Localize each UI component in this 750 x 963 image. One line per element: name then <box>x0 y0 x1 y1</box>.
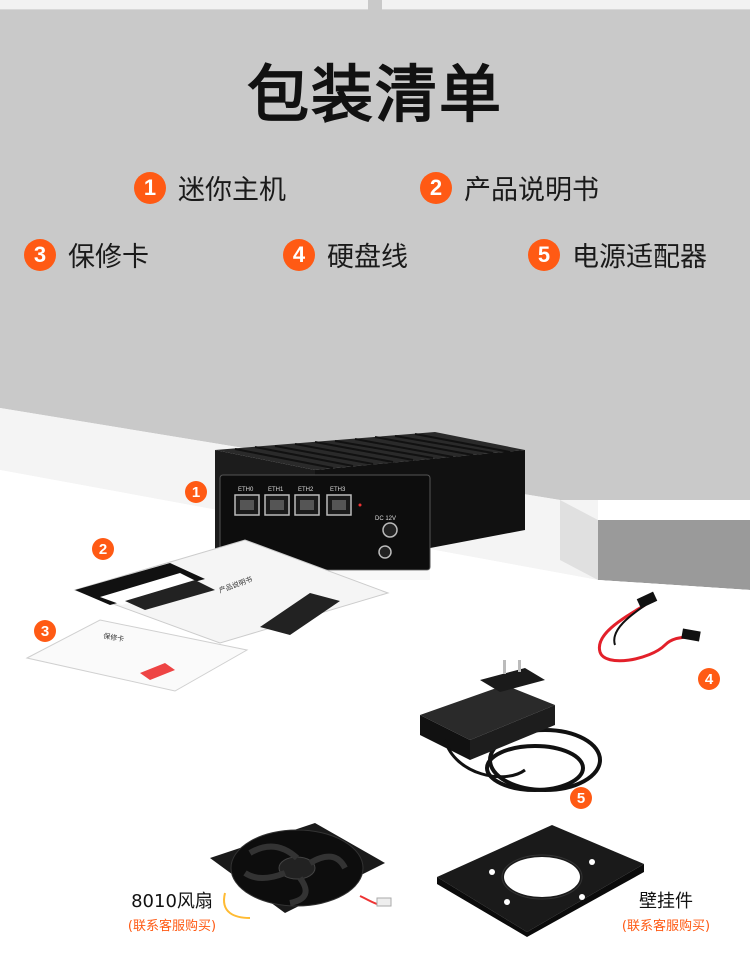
legend-item-power-adapter: 5 电源适配器 <box>528 235 707 274</box>
top-strip-left <box>0 0 368 10</box>
port-label-eth2: ETH2 <box>298 487 314 493</box>
disk-cable-image <box>597 591 701 663</box>
legend-number: 2 <box>420 171 452 204</box>
fan-note: (联系客服购买) <box>127 919 217 934</box>
manual-image: 产品说明书 <box>73 539 390 644</box>
fan-caption: 8010风扇 (联系客服购买) <box>112 887 232 934</box>
wall-mount-image <box>437 825 644 937</box>
legend-label: 保修卡 <box>68 242 149 273</box>
page-title: 包装清单 <box>246 58 503 131</box>
wall-mount-note: (联系客服购买) <box>621 919 711 934</box>
legend-label: 电源适配器 <box>572 242 707 273</box>
wall-mount-caption: 壁挂件 (联系客服购买) <box>606 887 726 934</box>
legend-number: 1 <box>134 171 166 204</box>
callout-2: 2 <box>92 538 114 560</box>
legend-item-mini-pc: 1 迷你主机 <box>134 168 286 207</box>
legend-number: 4 <box>283 238 315 271</box>
port-label-eth3: ETH3 <box>330 487 346 493</box>
fan-image <box>210 823 392 919</box>
callout-1: 1 <box>185 481 207 503</box>
legend-item-manual: 2 产品说明书 <box>420 168 599 207</box>
power-adapter-image <box>420 660 602 792</box>
callout-4: 4 <box>698 668 720 690</box>
legend-number: 3 <box>24 238 56 271</box>
top-strip-right <box>382 0 750 10</box>
port-label-eth1: ETH1 <box>268 487 284 493</box>
legend-item-disk-cable: 4 硬盘线 <box>283 235 408 274</box>
callout-5: 5 <box>570 787 592 809</box>
dc-label: DC 12V <box>375 516 396 522</box>
mini-pc-image: ETH0 ETH1 ETH2 ETH3 DC 12V <box>215 432 525 580</box>
legend-number: 5 <box>528 238 560 271</box>
wall-mount-label: 壁挂件 <box>639 891 693 912</box>
port-label-eth0: ETH0 <box>238 487 254 493</box>
warranty-text: 保修卡 <box>103 631 125 644</box>
legend-item-warranty: 3 保修卡 <box>24 235 149 274</box>
warranty-card-image: 保修卡 <box>25 619 249 692</box>
legend-label: 迷你主机 <box>178 175 286 206</box>
callout-3: 3 <box>34 620 56 642</box>
legend-label: 硬盘线 <box>327 242 408 273</box>
legend-label: 产品说明书 <box>464 175 599 206</box>
fan-label: 8010风扇 <box>131 891 213 912</box>
